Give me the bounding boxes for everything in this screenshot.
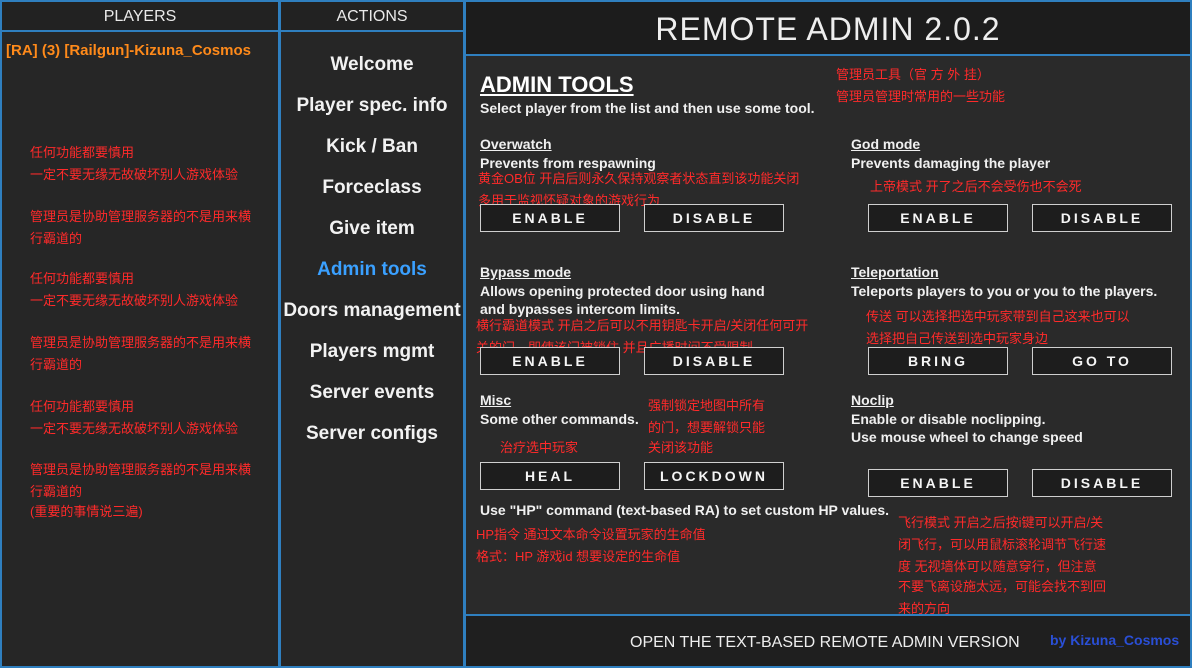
note-line: 行霸道的 bbox=[30, 357, 83, 372]
hp-info: Use "HP" command (text-based RA) to set … bbox=[480, 502, 890, 518]
note-line: 任何功能都要慎用 bbox=[30, 271, 135, 286]
note-line: 管理员是协助管理服务器的不是用来横 bbox=[30, 335, 252, 350]
misc-title: Misc bbox=[480, 392, 512, 408]
note-line: 管理员是协助管理服务器的不是用来横 bbox=[30, 209, 252, 224]
note-line: 一定不要无缘无故破坏别人游戏体验 bbox=[30, 293, 239, 308]
lockdown-button[interactable]: LOCKDOWN bbox=[644, 462, 784, 490]
admin-tools-panel: ADMIN TOOLS Select player from the list … bbox=[464, 54, 1192, 616]
bypass-disable-button[interactable]: DISABLE bbox=[644, 347, 784, 375]
noclip-disable-button[interactable]: DISABLE bbox=[1032, 469, 1172, 497]
bypass-title: Bypass mode bbox=[480, 264, 572, 280]
teleport-bring-button[interactable]: BRING bbox=[868, 347, 1008, 375]
footer: OPEN THE TEXT-BASED REMOTE ADMIN VERSION… bbox=[464, 614, 1192, 668]
misc-lock-note: 关闭该功能 bbox=[648, 440, 714, 455]
page-subheading: Select player from the list and then use… bbox=[480, 100, 815, 116]
misc-heal-note: 治疗选中玩家 bbox=[500, 440, 579, 455]
godmode-disable-button[interactable]: DISABLE bbox=[1032, 204, 1172, 232]
note-top: 管理员工具（官 方 外 挂） bbox=[836, 67, 990, 82]
teleport-goto-button[interactable]: GO TO bbox=[1032, 347, 1172, 375]
action-welcome[interactable]: Welcome bbox=[330, 54, 414, 75]
actions-header: ACTIONS bbox=[281, 2, 463, 32]
hp-note: HP指令 通过文本命令设置玩家的生命值 bbox=[476, 527, 706, 542]
note-line: 一定不要无缘无故破坏别人游戏体验 bbox=[30, 421, 239, 436]
noclip-note: 度 无视墙体可以随意穿行，但注意 bbox=[898, 559, 1097, 574]
bypass-enable-button[interactable]: ENABLE bbox=[480, 347, 620, 375]
bypass-desc: Allows opening protected door using hand bbox=[480, 283, 765, 299]
noclip-enable-button[interactable]: ENABLE bbox=[868, 469, 1008, 497]
note-line: 一定不要无缘无故破坏别人游戏体验 bbox=[30, 167, 239, 182]
action-player-spec-info[interactable]: Player spec. info bbox=[296, 95, 448, 116]
note-line: 行霸道的 bbox=[30, 484, 83, 499]
app-title: REMOTE ADMIN 2.0.2 bbox=[464, 0, 1192, 56]
overwatch-title: Overwatch bbox=[480, 136, 552, 152]
hp-note: 格式：HP 游戏id 想要设定的生命值 bbox=[476, 549, 681, 564]
action-kick-ban[interactable]: Kick / Ban bbox=[326, 136, 418, 157]
note-line: (重要的事情说三遍) bbox=[30, 504, 143, 519]
overwatch-enable-button[interactable]: ENABLE bbox=[480, 204, 620, 232]
open-text-ra-link[interactable]: OPEN THE TEXT-BASED REMOTE ADMIN VERSION bbox=[630, 634, 1020, 651]
godmode-note: 上帝模式 开了之后不会受伤也不会死 bbox=[870, 179, 1082, 194]
noclip-note: 不要飞离设施太远，可能会找不到回 bbox=[898, 579, 1107, 594]
noclip-desc: Use mouse wheel to change speed bbox=[851, 429, 1083, 445]
noclip-title: Noclip bbox=[851, 392, 894, 408]
noclip-desc: Enable or disable noclipping. bbox=[851, 411, 1046, 427]
noclip-note: 飞行模式 开启之后按i键可以开启/关 bbox=[898, 515, 1104, 530]
misc-lock-note: 的门，想要解锁只能 bbox=[648, 420, 766, 435]
action-admin-tools[interactable]: Admin tools bbox=[317, 259, 427, 280]
action-doors-management[interactable]: Doors management bbox=[283, 300, 461, 321]
misc-desc: Some other commands. bbox=[480, 411, 639, 427]
noclip-note: 闭飞行，可以用鼠标滚轮调节飞行速 bbox=[898, 537, 1107, 552]
note-top: 管理员管理时常用的一些功能 bbox=[836, 89, 1006, 104]
action-server-configs[interactable]: Server configs bbox=[306, 423, 438, 444]
overwatch-disable-button[interactable]: DISABLE bbox=[644, 204, 784, 232]
misc-lock-note: 强制锁定地图中所有 bbox=[648, 398, 766, 413]
players-header: PLAYERS bbox=[2, 2, 278, 32]
action-give-item[interactable]: Give item bbox=[329, 218, 415, 239]
teleport-note: 选择把自己传送到选中玩家身边 bbox=[866, 331, 1049, 346]
bypass-note: 横行霸道模式 开启之后可以不用钥匙卡开启/关闭任何可开 bbox=[476, 318, 809, 333]
note-line: 任何功能都要慎用 bbox=[30, 145, 135, 160]
players-panel: PLAYERS [RA] (3) [Railgun]-Kizuna_Cosmos… bbox=[0, 0, 280, 668]
action-players-mgmt[interactable]: Players mgmt bbox=[309, 341, 435, 362]
teleport-desc: Teleports players to you or you to the p… bbox=[851, 283, 1158, 299]
action-forceclass[interactable]: Forceclass bbox=[322, 177, 422, 198]
teleport-title: Teleportation bbox=[851, 264, 939, 280]
bypass-desc: and bypasses intercom limits. bbox=[480, 301, 680, 317]
heal-button[interactable]: HEAL bbox=[480, 462, 620, 490]
noclip-note: 来的方向 bbox=[898, 601, 951, 616]
actions-panel: ACTIONS Welcome Player spec. info Kick /… bbox=[279, 0, 465, 668]
player-list-item[interactable]: [RA] (3) [Railgun]-Kizuna_Cosmos bbox=[6, 42, 251, 59]
note-line: 管理员是协助管理服务器的不是用来横 bbox=[30, 462, 252, 477]
godmode-enable-button[interactable]: ENABLE bbox=[868, 204, 1008, 232]
godmode-title: God mode bbox=[851, 136, 921, 152]
credit: by Kizuna_Cosmos bbox=[1050, 632, 1180, 648]
overwatch-desc: Prevents from respawning bbox=[480, 155, 656, 171]
note-line: 任何功能都要慎用 bbox=[30, 399, 135, 414]
godmode-desc: Prevents damaging the player bbox=[851, 155, 1051, 171]
page-heading: ADMIN TOOLS bbox=[480, 72, 634, 97]
action-server-events[interactable]: Server events bbox=[309, 382, 435, 403]
note-line: 行霸道的 bbox=[30, 231, 83, 246]
teleport-note: 传送 可以选择把选中玩家带到自己这来也可以 bbox=[866, 309, 1130, 324]
overwatch-note: 黄金OB位 开启后则永久保持观察者状态直到该功能关闭 bbox=[478, 171, 800, 186]
